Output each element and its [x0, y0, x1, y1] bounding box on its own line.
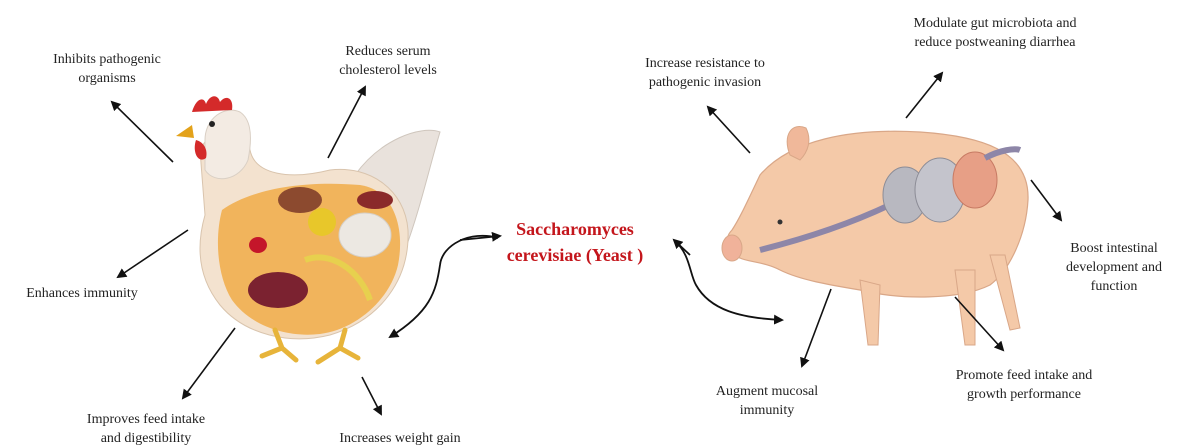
yeast-title-line2: cerevisiae (Yeast ): [470, 242, 680, 268]
chicken-intestine: [339, 213, 391, 257]
label-reduces-line2: cholesterol levels: [320, 61, 456, 80]
pig-eye: [778, 220, 783, 225]
pig-back-leg-2: [990, 255, 1020, 330]
arrow-inhibits: [112, 102, 173, 162]
arrow-feed: [183, 328, 235, 398]
label-growth-line1: Promote feed intake and: [935, 366, 1113, 385]
label-reduces-cholesterol: Reduces serum cholesterol levels: [320, 42, 456, 80]
label-mucosal-line2: immunity: [704, 401, 830, 420]
pig-large-intestine: [953, 152, 997, 208]
arrow-reduces: [328, 87, 365, 158]
label-boost-line2: development and: [1058, 258, 1170, 277]
pig-illustration: [722, 127, 1028, 345]
label-increases-weight: Increases weight gain: [320, 429, 480, 448]
chicken-gizzard: [278, 187, 322, 213]
chicken-egg-yolks: [308, 208, 336, 236]
label-boost-intestinal: Boost intestinal development and functio…: [1058, 239, 1170, 296]
label-resistance-line2: pathogenic invasion: [620, 73, 790, 92]
chicken-beak: [176, 125, 194, 138]
label-microbiota-line2: reduce postweaning diarrhea: [890, 33, 1100, 52]
label-resistance-line1: Increase resistance to: [620, 54, 790, 73]
arrow-immunity: [118, 230, 188, 277]
label-promote-growth: Promote feed intake and growth performan…: [935, 366, 1113, 404]
label-microbiota-line1: Modulate gut microbiota and: [890, 14, 1100, 33]
label-mucosal-line1: Augment mucosal: [704, 382, 830, 401]
yeast-title-line1: Saccharomyces: [470, 216, 680, 242]
arrow-weight: [362, 377, 381, 414]
chicken-liver: [248, 272, 308, 308]
label-growth-line2: growth performance: [935, 385, 1113, 404]
label-reduces-line1: Reduces serum: [320, 42, 456, 61]
label-feed-line1: Improves feed intake: [64, 410, 228, 429]
chicken-comb: [192, 96, 232, 112]
label-feed-line2: and digestibility: [64, 429, 228, 448]
label-augment-mucosal: Augment mucosal immunity: [704, 382, 830, 420]
pig-front-leg: [860, 280, 880, 345]
yeast-title: Saccharomyces cerevisiae (Yeast ): [470, 216, 680, 268]
label-inhibits-line1: Inhibits pathogenic: [22, 50, 192, 69]
label-inhibits-pathogenic: Inhibits pathogenic organisms: [22, 50, 192, 88]
arrow-boost: [1031, 180, 1061, 220]
label-enhances-immunity: Enhances immunity: [6, 284, 158, 303]
chicken-eye: [209, 121, 215, 127]
arrow-mucosal: [802, 289, 831, 366]
label-modulate-microbiota: Modulate gut microbiota and reduce postw…: [890, 14, 1100, 52]
chicken-illustration: [176, 96, 440, 362]
label-increase-resistance: Increase resistance to pathogenic invasi…: [620, 54, 790, 92]
arrow-microbiota: [906, 73, 942, 118]
label-boost-line1: Boost intestinal: [1058, 239, 1170, 258]
label-boost-line3: function: [1058, 277, 1170, 296]
arrow-resistance: [708, 107, 750, 153]
label-immunity-text: Enhances immunity: [6, 284, 158, 303]
label-improves-feed: Improves feed intake and digestibility: [64, 410, 228, 448]
chicken-kidney: [357, 191, 393, 209]
pig-snout: [722, 235, 742, 261]
chicken-heart: [249, 237, 267, 253]
label-weight-text: Increases weight gain: [320, 429, 480, 448]
chicken-neck: [205, 110, 250, 179]
label-inhibits-line2: organisms: [22, 69, 192, 88]
